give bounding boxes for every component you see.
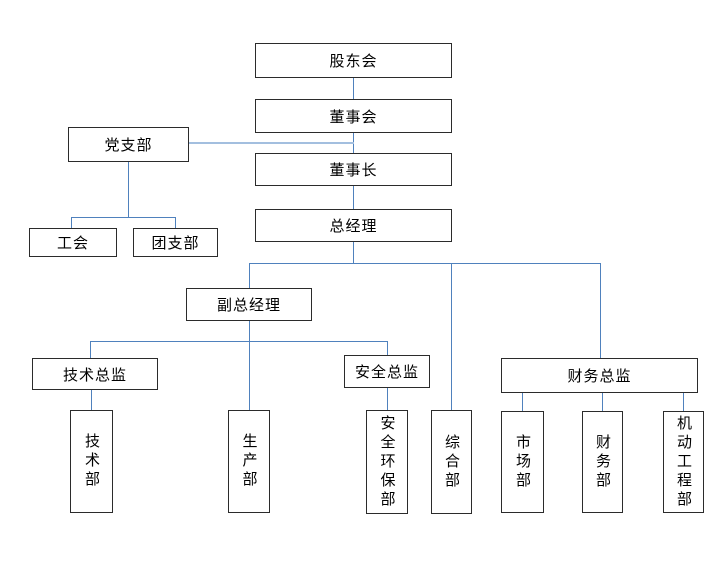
node-general-affairs-dept: 综合部 [431, 410, 472, 514]
connector-finance-dept-drop [602, 393, 603, 411]
node-marketing-dept: 市场部 [501, 411, 544, 513]
connector-safety-director-drop [387, 341, 388, 355]
connector-shareholders-board [353, 78, 354, 99]
node-party-branch: 党支部 [68, 127, 189, 162]
connector-youth-league-drop [175, 217, 176, 228]
node-finance-director: 财务总监 [501, 358, 698, 393]
node-board-of-directors: 董事会 [255, 99, 452, 133]
node-chairman: 董事长 [255, 153, 452, 186]
connector-gm-rail [249, 263, 600, 264]
connector-safety-env-dept-drop [387, 388, 388, 410]
connector-gm-stem [353, 242, 354, 263]
connector-labor-union-drop [71, 217, 72, 228]
connector-deputy-gm-stem [249, 321, 250, 410]
node-labor-union: 工会 [29, 228, 117, 257]
connector-finance-director-drop [600, 263, 601, 358]
connector-deputy-rail [90, 341, 387, 342]
node-technical-director: 技术总监 [32, 358, 158, 390]
node-youth-league-branch: 团支部 [133, 228, 218, 257]
node-safety-director: 安全总监 [344, 355, 430, 388]
connector-party-branch-lateral [189, 142, 354, 144]
connector-deputy-gm-drop [249, 263, 250, 288]
connector-party-branch-rail [71, 217, 176, 218]
connector-mech-eng-dept-drop [683, 393, 684, 411]
node-deputy-general-manager: 副总经理 [186, 288, 312, 321]
node-safety-env-dept: 安全环保部 [366, 410, 408, 514]
connector-marketing-dept-drop [522, 393, 523, 411]
connector-technical-director-drop [90, 341, 91, 358]
connector-party-branch-stem [128, 162, 129, 217]
node-production-dept: 生产部 [228, 410, 270, 513]
connector-general-affairs-drop [451, 263, 452, 410]
node-finance-dept: 财务部 [582, 411, 623, 513]
node-shareholders-meeting: 股东会 [255, 43, 452, 78]
node-technical-dept: 技术部 [70, 410, 113, 513]
connector-chairman-gm [353, 186, 354, 209]
node-general-manager: 总经理 [255, 209, 452, 242]
node-mechanical-engineering-dept: 机动工程部 [663, 411, 704, 513]
connector-technical-dept-drop [91, 390, 92, 410]
